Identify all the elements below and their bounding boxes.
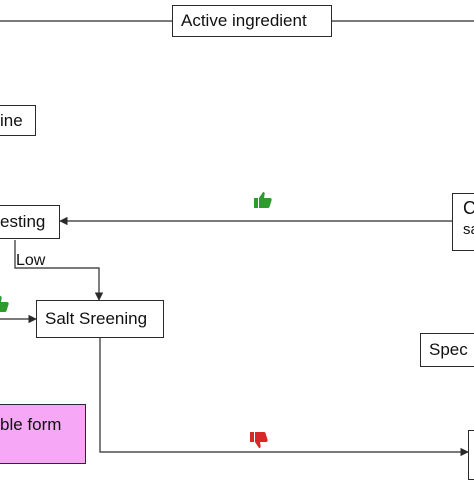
stable-form-label: ble form xyxy=(0,415,62,434)
active-ingredient-node: Active ingredient xyxy=(172,5,332,37)
testing-node-label: esting xyxy=(0,212,46,231)
left-top-node-label: ine xyxy=(0,111,23,130)
right-node: C sa xyxy=(452,193,474,251)
right-node-line1: C xyxy=(463,198,474,219)
connector-salt-to-bottom-right xyxy=(99,338,469,457)
low-label: Low xyxy=(16,252,46,269)
spec-node: Spec xyxy=(420,333,474,367)
thumbs-up-icon-left xyxy=(0,296,9,312)
bottom-right-node xyxy=(468,430,474,480)
right-node-line2: sa xyxy=(463,221,474,238)
connector-low-to-salt xyxy=(14,240,104,301)
thumbs-down-icon xyxy=(250,432,268,448)
stable-form-node: ble form xyxy=(0,404,86,464)
testing-node: esting xyxy=(0,205,60,239)
active-ingredient-label: Active ingredient xyxy=(181,11,307,30)
left-top-node: ine xyxy=(0,105,36,136)
thumbs-up-icon xyxy=(254,192,272,208)
spec-node-label: Spec xyxy=(429,340,468,359)
salt-screening-label: Salt Sreening xyxy=(45,309,148,328)
salt-screening-node: Salt Sreening xyxy=(36,300,164,338)
